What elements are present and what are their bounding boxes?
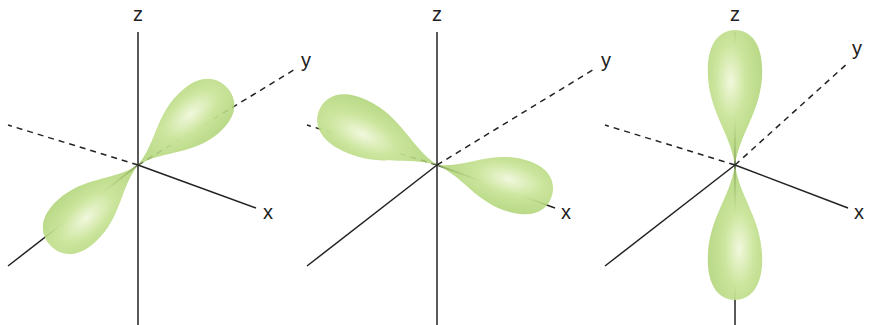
pz-lobe	[708, 30, 762, 165]
axis-label: z	[133, 4, 143, 24]
axis-label: y	[601, 50, 611, 70]
axis-label: x	[854, 202, 864, 222]
px-lobe	[430, 139, 559, 222]
axis-label: y	[852, 38, 862, 58]
axis-label: x	[263, 202, 273, 222]
orbital-lobes	[31, 30, 762, 300]
px-lobe	[308, 83, 450, 190]
axis-label: y	[301, 50, 311, 70]
axis-label: z	[730, 4, 740, 24]
py-lobe	[120, 67, 246, 186]
axis-label: z	[432, 4, 442, 24]
axis-label: x	[561, 202, 571, 222]
py-lobe	[31, 144, 157, 266]
pz-lobe	[708, 165, 762, 300]
